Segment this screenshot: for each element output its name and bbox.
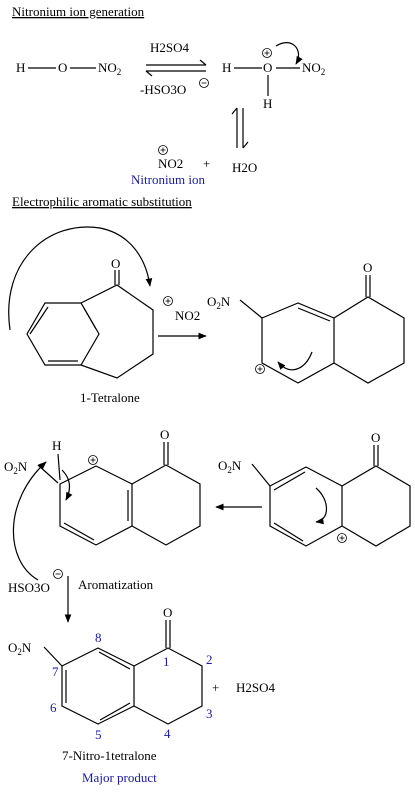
tetralone-molecule: O 1-Tetralone — [8, 226, 154, 405]
ring — [59, 465, 133, 546]
plus-charge — [262, 48, 272, 58]
product-name: 7-Nitro-1tetralone — [62, 748, 157, 763]
atom-h: H — [16, 60, 25, 75]
plus-charge — [337, 533, 347, 543]
position-5: 5 — [95, 727, 102, 742]
double-bond — [297, 307, 331, 322]
arrow-up-head — [231, 107, 238, 115]
double-bond — [98, 651, 131, 670]
aromatization-label: Aromatization — [78, 577, 154, 592]
double-bond-2 — [273, 522, 304, 542]
major-product-label: Major product — [82, 770, 157, 785]
atom-o: O — [160, 427, 169, 442]
atom-o: O — [111, 256, 120, 271]
curved-arrow-electron-push — [275, 42, 303, 65]
bond-c-n — [43, 646, 63, 667]
bond-c-n — [251, 463, 271, 487]
nitronium-products: NO2 + H2O Nitronium ion — [131, 145, 257, 187]
nitro-group: O2N — [8, 640, 32, 657]
nitro-group: NO2 — [302, 60, 325, 77]
equilibrium-arrow-2 — [231, 107, 249, 149]
saturated-ring — [333, 296, 405, 384]
bond-c-n — [37, 464, 59, 484]
position-7: 7 — [52, 664, 59, 679]
plus-charge — [88, 455, 98, 465]
atom-o: O — [363, 260, 372, 275]
curved-arrow-base — [12, 461, 47, 581]
double-bond — [273, 471, 306, 491]
atom-o: O — [371, 430, 380, 445]
position-4: 4 — [164, 726, 171, 741]
ring — [269, 466, 343, 547]
nitric-acid: H O NO2 — [16, 60, 121, 77]
atom-o: O — [58, 60, 67, 75]
tetralone-label: 1-Tetralone — [80, 390, 140, 405]
curved-arrow-ch-bond — [61, 469, 73, 501]
nitronium-ion-label: Nitronium ion — [131, 172, 206, 187]
double-bond — [83, 307, 97, 330]
plus-charge — [158, 145, 168, 155]
position-8: 8 — [95, 630, 102, 645]
protonated-nitric-acid: H O NO2 H — [222, 42, 325, 111]
double-bond-2 — [63, 522, 95, 541]
plus-charge — [163, 296, 173, 306]
double-bond — [29, 306, 49, 335]
minus-charge — [199, 78, 209, 88]
byproduct-formula: H2SO4 — [236, 680, 276, 695]
sigma-complex-1: O2N O — [207, 260, 405, 384]
minus-charge — [53, 569, 63, 579]
curved-arrow-resonance — [277, 351, 313, 371]
title-nitronium-generation: Nitronium ion generation — [12, 4, 145, 19]
reagent-h2so4: H2SO4 — [150, 40, 190, 55]
nitronium-formula: NO2 — [175, 308, 200, 323]
aromatic-ring — [61, 647, 135, 725]
atom-o: O — [263, 60, 272, 75]
saturated-ring — [80, 284, 154, 379]
base-formula: HSO3O — [8, 580, 50, 595]
aromatic-ring — [26, 302, 100, 366]
product-molecule: O2N O 1 2 3 4 5 6 7 8 + H2SO4 7-Nitro-1t… — [8, 605, 276, 785]
bond-c-h — [57, 453, 61, 481]
nitronium-formula: NO2 — [158, 156, 183, 171]
double-bond-3 — [99, 702, 131, 721]
sigma-complex-2: O2N O — [218, 430, 411, 547]
bond-c-n — [239, 299, 263, 319]
curved-arrow-resonance — [315, 487, 328, 525]
atom-o: O — [163, 605, 172, 620]
electrophile: NO2 — [163, 296, 200, 323]
plus-charge — [255, 364, 265, 374]
plus-sign: + — [203, 156, 210, 171]
curved-arrow-attack — [8, 226, 153, 331]
base-and-aromatization: HSO3O Aromatization — [8, 569, 154, 623]
position-2: 2 — [206, 652, 213, 667]
water-formula: H2O — [232, 160, 257, 175]
atom-h: H — [222, 60, 231, 75]
nitro-group: O2N — [218, 458, 242, 475]
title-electrophilic-substitution: Electrophilic aromatic substitution — [12, 194, 192, 209]
position-6: 6 — [50, 700, 57, 715]
nitro-group: O2N — [207, 294, 231, 311]
position-1: 1 — [163, 654, 170, 669]
nitro-group: NO2 — [98, 60, 121, 77]
arrow-forward-head — [199, 59, 207, 66]
arrow-down-head — [242, 141, 249, 149]
atom-h-bottom: H — [263, 96, 272, 111]
equilibrium-arrow-1: H2SO4 -HSO3O — [140, 40, 209, 97]
ring — [261, 302, 335, 384]
reagent-hso3o: -HSO3O — [140, 82, 186, 97]
position-3: 3 — [206, 706, 213, 721]
sigma-complex-3: O2N H O — [4, 427, 201, 581]
saturated-ring — [133, 647, 203, 725]
nitro-group: O2N — [4, 459, 28, 476]
saturated-ring — [341, 465, 411, 547]
arrow-back-head — [145, 70, 153, 77]
atom-h: H — [52, 438, 61, 453]
saturated-ring — [131, 464, 201, 546]
plus-sign: + — [212, 680, 219, 695]
